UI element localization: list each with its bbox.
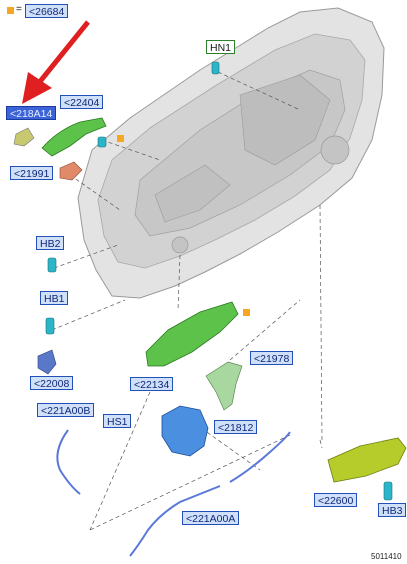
orange-marker	[117, 135, 124, 142]
callout-22600: <22600	[314, 493, 358, 507]
bracket-22600-part	[327, 437, 407, 483]
callout-hs1: HS1	[103, 414, 132, 428]
callout-22404: <22404	[60, 95, 104, 109]
fastener-clips	[45, 61, 393, 501]
callout-21812: <21812	[214, 420, 258, 434]
legend-equals: =	[16, 4, 22, 15]
callout-221a00b: <221A00B	[37, 403, 95, 417]
inner-handle-part	[145, 301, 239, 367]
red-pointer-arrow	[22, 20, 90, 104]
bracket-21991-part	[59, 161, 83, 181]
orange-marker	[243, 309, 250, 316]
handle-cap-part	[13, 127, 35, 147]
callout-hb2: HB2	[36, 236, 65, 250]
callout-22008: <22008	[30, 376, 74, 390]
outside-handle-part	[41, 117, 107, 157]
leader-lines	[51, 71, 323, 531]
release-cables	[56, 429, 291, 557]
bracket-21978-part	[205, 361, 243, 411]
part-22008	[37, 349, 57, 375]
callout-221a00a: <221A00A	[182, 511, 240, 525]
door-latch-part	[161, 405, 209, 457]
callout-hb1: HB1	[40, 291, 69, 305]
callout-hb3: HB3	[378, 503, 407, 517]
callout-21991: <21991	[10, 166, 54, 180]
reference-number: 5011410	[371, 552, 402, 561]
legend-label: <26684	[25, 4, 69, 18]
callout-21978: <21978	[250, 351, 294, 365]
callout-hn1: HN1	[206, 40, 236, 54]
legend-marker	[7, 7, 14, 14]
callout-218a14: <218A14	[6, 106, 57, 120]
callout-22134: <22134	[130, 377, 174, 391]
door-inner-panel	[77, 7, 385, 299]
